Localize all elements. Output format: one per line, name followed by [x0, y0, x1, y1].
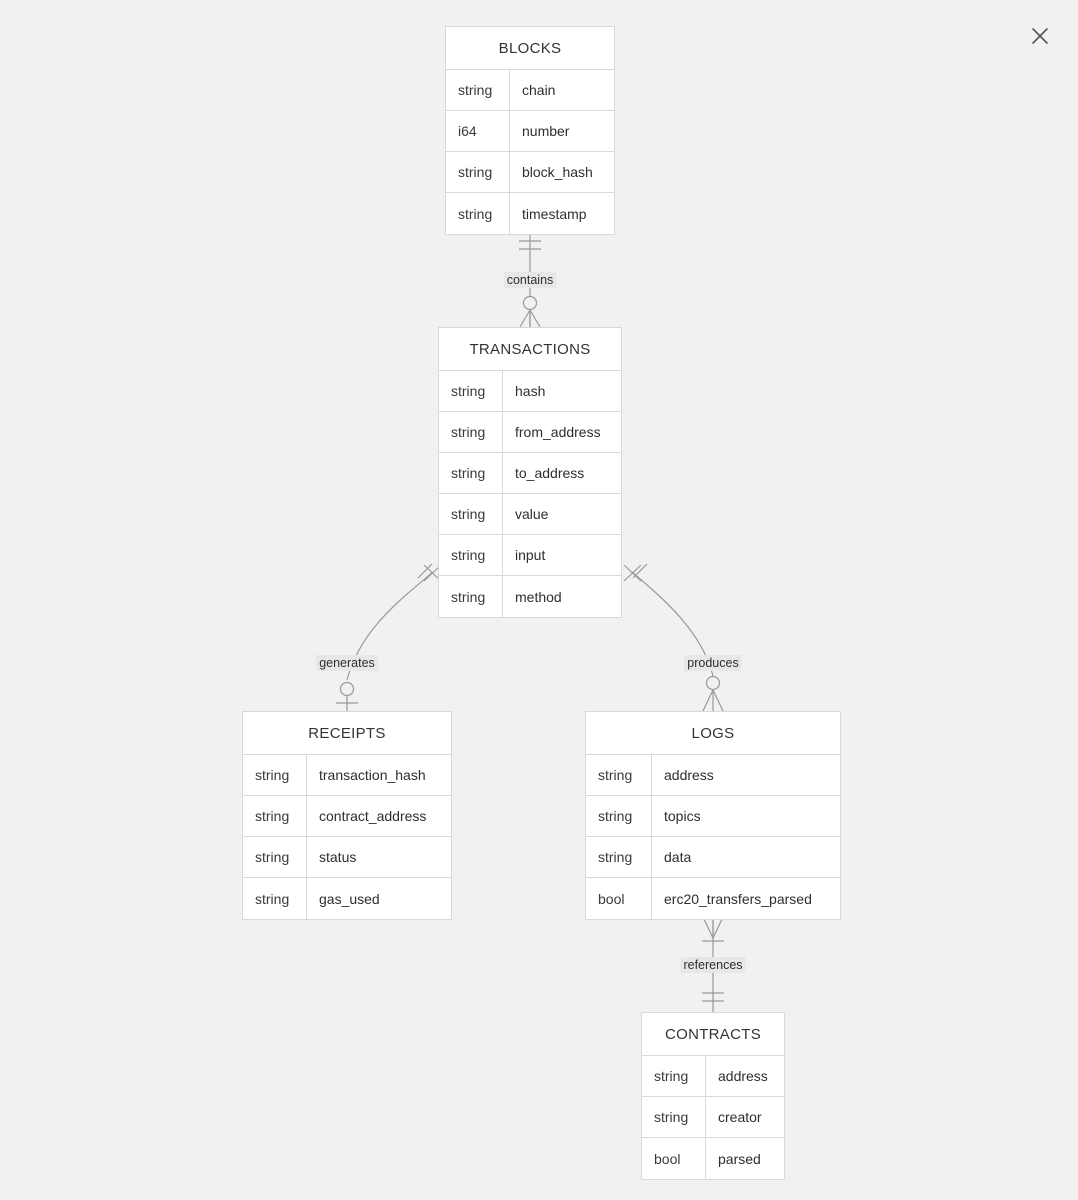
- attribute-name: to_address: [515, 465, 585, 481]
- attribute-name: timestamp: [522, 205, 587, 222]
- attribute-row: string chain: [446, 70, 614, 111]
- attribute-name: address: [718, 1068, 768, 1084]
- relationship-generates: [336, 563, 442, 711]
- attribute-row: i64 number: [446, 111, 614, 152]
- attribute-row: bool parsed: [642, 1138, 784, 1179]
- attribute-name: topics: [664, 808, 701, 824]
- attribute-name: number: [522, 123, 570, 139]
- attribute-row: string data: [586, 837, 840, 878]
- relationship-label-contains: contains: [503, 272, 557, 288]
- entity-logs[interactable]: LOGS string address string topics string…: [585, 711, 841, 920]
- attribute-type: string: [586, 755, 652, 795]
- attribute-name: transaction_hash: [319, 767, 426, 783]
- attribute-type: string: [439, 576, 503, 617]
- attribute-name: input: [515, 547, 546, 563]
- attribute-type: string: [439, 453, 503, 493]
- entity-title-receipts: RECEIPTS: [243, 712, 451, 755]
- attribute-name: contract_address: [319, 808, 427, 824]
- attribute-name: from_address: [515, 424, 601, 440]
- attribute-name: creator: [718, 1109, 762, 1125]
- attribute-row: string gas_used: [243, 878, 451, 919]
- attribute-type: string: [439, 412, 503, 452]
- attribute-type: string: [439, 494, 503, 534]
- entity-receipts[interactable]: RECEIPTS string transaction_hash string …: [242, 711, 452, 920]
- attribute-type: string: [243, 878, 307, 919]
- attribute-row: string from_address: [439, 412, 621, 453]
- attribute-row: string contract_address: [243, 796, 451, 837]
- attribute-type: string: [446, 70, 510, 110]
- attribute-name: parsed: [718, 1150, 761, 1167]
- attribute-type: string: [586, 837, 652, 877]
- attribute-row: bool erc20_transfers_parsed: [586, 878, 840, 919]
- attribute-name: hash: [515, 383, 546, 399]
- attribute-type: string: [243, 796, 307, 836]
- relationship-label-references: references: [680, 957, 746, 973]
- entity-contracts[interactable]: CONTRACTS string address string creator …: [641, 1012, 785, 1180]
- attribute-row: string value: [439, 494, 621, 535]
- entity-blocks[interactable]: BLOCKS string chain i64 number string bl…: [445, 26, 615, 235]
- entity-transactions[interactable]: TRANSACTIONS string hash string from_add…: [438, 327, 622, 618]
- attribute-row: string address: [586, 755, 840, 796]
- attribute-row: string topics: [586, 796, 840, 837]
- attribute-type: string: [439, 535, 503, 575]
- attribute-row: string timestamp: [446, 193, 614, 234]
- attribute-row: string block_hash: [446, 152, 614, 193]
- attribute-name: block_hash: [522, 164, 593, 180]
- attribute-row: string transaction_hash: [243, 755, 451, 796]
- attribute-type: string: [642, 1097, 706, 1137]
- attribute-type: bool: [586, 878, 652, 919]
- attribute-type: bool: [642, 1138, 706, 1179]
- attribute-name: method: [515, 588, 562, 605]
- attribute-name: data: [664, 849, 692, 865]
- relationship-label-produces: produces: [684, 655, 742, 671]
- close-icon: [1032, 28, 1048, 44]
- attribute-name: erc20_transfers_parsed: [664, 890, 812, 907]
- entity-title-logs: LOGS: [586, 712, 840, 755]
- attribute-row: string input: [439, 535, 621, 576]
- relationship-label-generates: generates: [316, 655, 378, 671]
- entity-title-blocks: BLOCKS: [446, 27, 614, 70]
- attribute-type: string: [586, 796, 652, 836]
- attribute-type: i64: [446, 111, 510, 151]
- attribute-name: status: [319, 849, 357, 865]
- attribute-type: string: [243, 755, 307, 795]
- attribute-row: string address: [642, 1056, 784, 1097]
- attribute-name: gas_used: [319, 890, 380, 907]
- relationship-produces: [623, 563, 724, 712]
- attribute-row: string status: [243, 837, 451, 878]
- attribute-name: value: [515, 506, 549, 522]
- attribute-type: string: [243, 837, 307, 877]
- attribute-type: string: [446, 152, 510, 192]
- attribute-type: string: [446, 193, 510, 234]
- attribute-type: string: [439, 371, 503, 411]
- attribute-row: string method: [439, 576, 621, 617]
- attribute-row: string creator: [642, 1097, 784, 1138]
- entity-title-transactions: TRANSACTIONS: [439, 328, 621, 371]
- attribute-row: string to_address: [439, 453, 621, 494]
- close-button[interactable]: [1026, 22, 1054, 50]
- attribute-name: address: [664, 767, 714, 783]
- entity-title-contracts: CONTRACTS: [642, 1013, 784, 1056]
- attribute-type: string: [642, 1056, 706, 1096]
- attribute-name: chain: [522, 82, 556, 98]
- attribute-row: string hash: [439, 371, 621, 412]
